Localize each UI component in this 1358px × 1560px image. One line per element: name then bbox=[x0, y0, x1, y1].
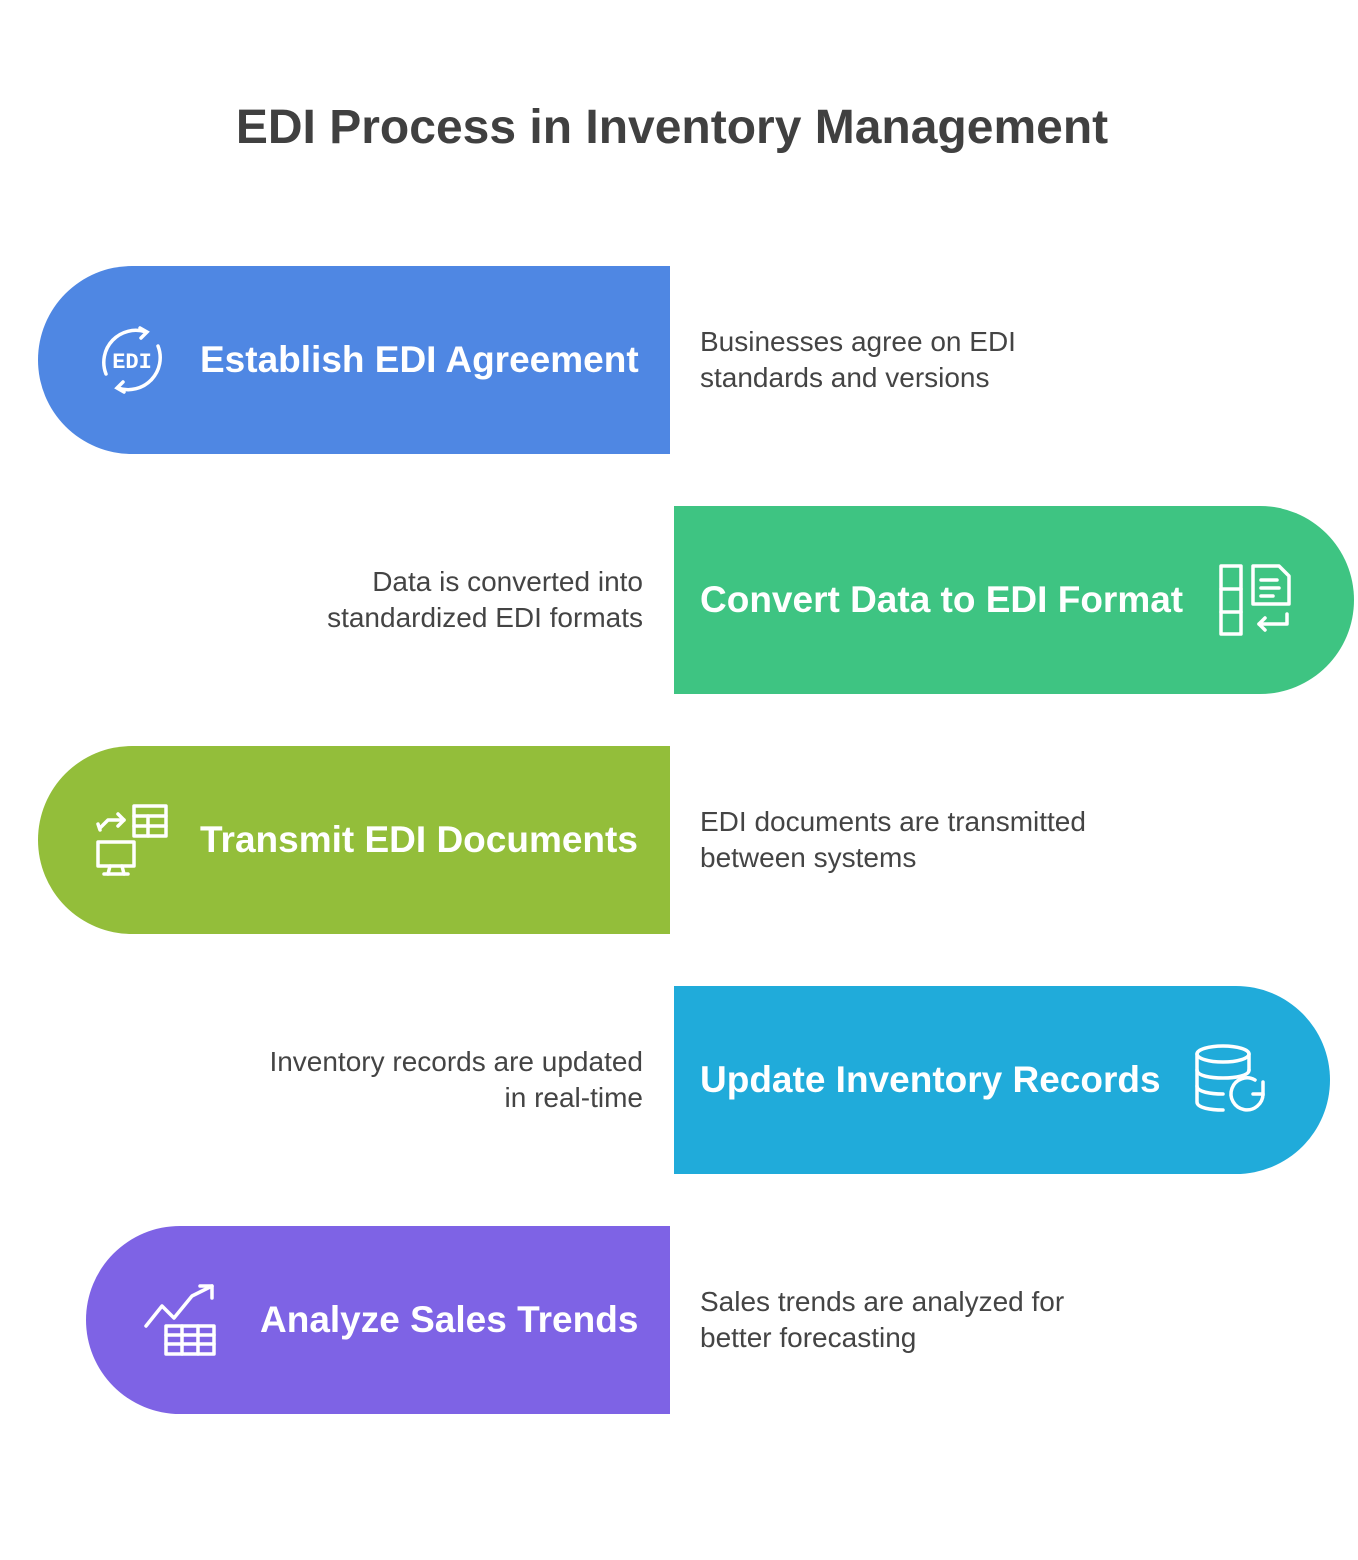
diagram-title: EDI Process in Inventory Management bbox=[235, 101, 1109, 154]
step-description: EDI documents are transmitted between sy… bbox=[700, 804, 1086, 876]
document-convert-icon bbox=[1219, 564, 1291, 636]
description-line: standardized EDI formats bbox=[327, 602, 643, 633]
step-update-records: Update Inventory Records bbox=[674, 986, 1330, 1174]
step-description: Sales trends are analyzed for better for… bbox=[700, 1284, 1064, 1356]
step-transmit-documents: Transmit EDI Documents bbox=[38, 746, 670, 934]
description-line: standards and versions bbox=[700, 362, 990, 393]
step-description: Data is converted into standardized EDI … bbox=[327, 564, 643, 636]
description-line: better forecasting bbox=[700, 1322, 917, 1353]
description-line: Businesses agree on EDI bbox=[700, 326, 1016, 357]
description-line: Sales trends are analyzed for bbox=[700, 1286, 1065, 1317]
description-line: in real-time bbox=[504, 1082, 643, 1113]
description-line: Data is converted into bbox=[372, 566, 643, 597]
edi-cycle-icon: EDI bbox=[102, 326, 162, 394]
database-refresh-icon bbox=[1194, 1044, 1265, 1112]
step-label: Establish EDI Agreement bbox=[200, 339, 639, 380]
step-label: Convert Data to EDI Format bbox=[700, 579, 1184, 620]
step-establish-agreement: EDI Establish EDI Agreement bbox=[38, 266, 670, 454]
step-description: Inventory records are updated in real-ti… bbox=[269, 1044, 643, 1116]
step-convert-data: Convert Data to EDI Format bbox=[674, 506, 1354, 694]
chart-table-icon bbox=[144, 1284, 216, 1356]
description-line: between systems bbox=[700, 842, 917, 873]
step-label: Transmit EDI Documents bbox=[200, 819, 638, 860]
step-description: Businesses agree on EDI standards and ve… bbox=[700, 324, 1016, 396]
description-line: Inventory records are updated bbox=[269, 1046, 643, 1077]
step-label: Update Inventory Records bbox=[700, 1059, 1161, 1100]
computer-transfer-icon bbox=[96, 804, 168, 876]
description-line: EDI documents are transmitted bbox=[700, 806, 1086, 837]
svg-text:EDI: EDI bbox=[112, 350, 152, 375]
step-label: Analyze Sales Trends bbox=[260, 1299, 639, 1340]
step-analyze-trends: Analyze Sales Trends bbox=[86, 1226, 670, 1414]
